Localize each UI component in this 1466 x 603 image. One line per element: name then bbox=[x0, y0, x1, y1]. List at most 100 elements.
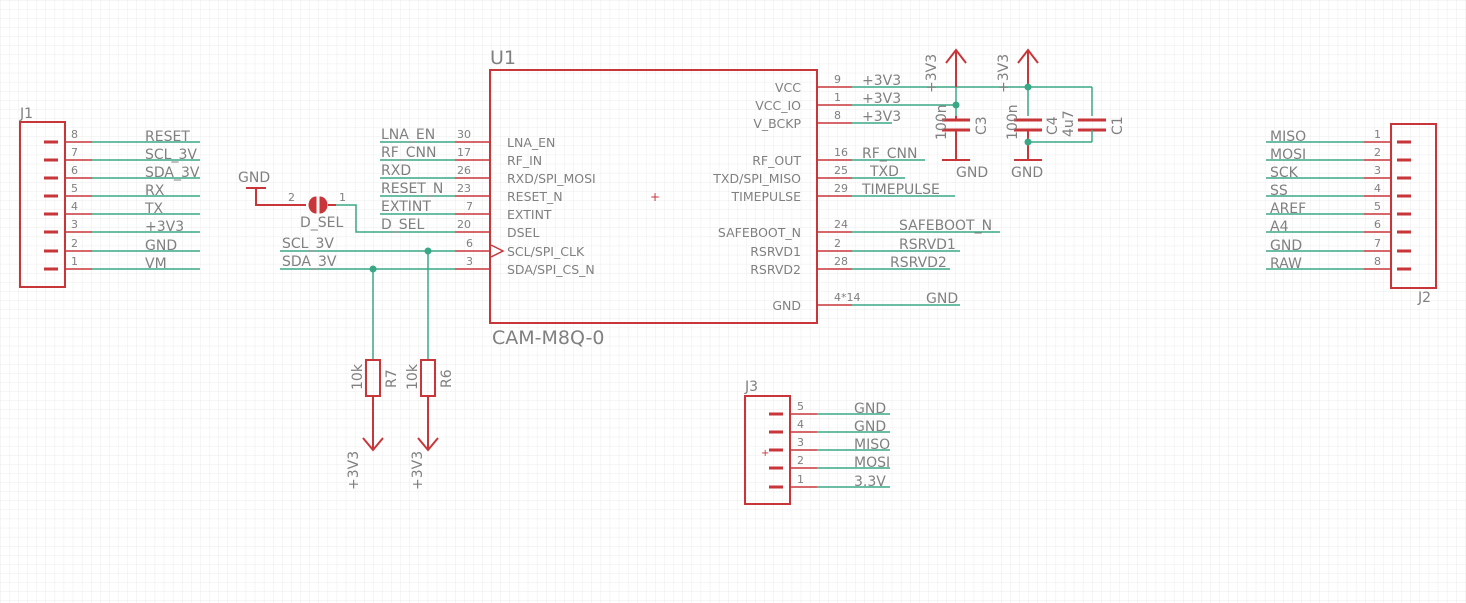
gnd-label: GND bbox=[956, 165, 988, 181]
j3-name: J3 bbox=[744, 379, 758, 395]
j2-pin[interactable]: 6 A4 bbox=[1266, 218, 1411, 235]
resistor-r7[interactable]: 10k R7 +3V3 bbox=[346, 359, 400, 490]
u1-pin-num: 2 bbox=[834, 237, 841, 250]
u1-pin-label: GND bbox=[772, 298, 801, 313]
u1-right-pin-row[interactable]: 25 TXD/SPI_MISO bbox=[712, 164, 852, 186]
j1-pin[interactable]: 2 GND bbox=[44, 237, 200, 254]
connector-j1[interactable]: J1 8 RESET 7 SCL_3V 6 SDA_3V 5 bbox=[19, 106, 200, 288]
j1-pin[interactable]: 1 VM bbox=[44, 255, 200, 272]
u1-right-pin-row[interactable]: 2 RSRVD1 bbox=[750, 237, 852, 259]
u1-component[interactable]: U1 CAM-M8Q-0 + 30 LNA_EN 17 RF_IN 26 RXD… bbox=[455, 47, 861, 349]
u1-right-pin-row[interactable]: 8 V_BCKP bbox=[753, 109, 852, 131]
u1-left-pin-row[interactable]: 3 SDA/SPI_CS_N bbox=[455, 255, 595, 277]
u1-pin-label: SAFEBOOT_N bbox=[718, 225, 801, 240]
u1-pin-num: 8 bbox=[834, 109, 841, 122]
supply-label: +3V3 bbox=[410, 451, 426, 490]
net-label: VM bbox=[145, 256, 167, 272]
u1-right-pin-row[interactable]: 16 RF_OUT bbox=[752, 146, 852, 168]
u1-pin-num: 16 bbox=[834, 146, 848, 159]
u1-pin-label: RXD/SPI_MOSI bbox=[507, 171, 596, 186]
net-label: SCK bbox=[1270, 165, 1299, 181]
u1-pin-num: 6 bbox=[466, 237, 473, 250]
u1-right-pin-row[interactable]: 9 VCC bbox=[775, 73, 852, 95]
u1-pin-num: 26 bbox=[457, 164, 471, 177]
pin-num: 1 bbox=[71, 255, 78, 268]
j2-pin[interactable]: 8 RAW bbox=[1266, 255, 1411, 272]
capacitor-c1[interactable]: 4u7 C1 bbox=[1061, 87, 1126, 142]
net-label: +3V3 bbox=[862, 73, 901, 89]
u1-pin-label: LNA_EN bbox=[507, 135, 555, 150]
u1-pin-num: 24 bbox=[834, 218, 848, 231]
net-label: GND bbox=[1270, 238, 1302, 254]
u1-pin-label: TXD/SPI_MISO bbox=[712, 171, 801, 186]
net-label: D_SEL bbox=[381, 217, 425, 233]
j2-pin[interactable]: 7 GND bbox=[1266, 237, 1411, 254]
capacitor-c3[interactable]: 100n C3 bbox=[934, 104, 990, 160]
net-label: GND bbox=[926, 291, 958, 307]
u1-left-pin-row[interactable]: 17 RF_IN bbox=[455, 146, 542, 168]
u1-pin-num: 7 bbox=[466, 200, 473, 213]
net-label: SAFEBOOT_N bbox=[899, 218, 992, 234]
net-label: MOSI bbox=[1270, 147, 1306, 163]
net-label: MOSI bbox=[854, 455, 890, 471]
j2-pin[interactable]: 4 SS bbox=[1266, 182, 1411, 199]
pin-num: 5 bbox=[71, 182, 78, 195]
net-label: +3V3 bbox=[862, 109, 901, 125]
u1-left-pin-row[interactable]: 6 SCL/SPI_CLK bbox=[455, 237, 585, 259]
u1-left-pin-row[interactable]: 20 DSEL bbox=[455, 218, 539, 240]
j1-pin[interactable]: 6 SDA_3V bbox=[44, 164, 200, 181]
j1-pin[interactable]: 5 RX bbox=[44, 182, 200, 199]
resistor-r6[interactable]: 10k R6 +3V3 bbox=[405, 359, 455, 490]
u1-left-pin-row[interactable]: 7 EXTINT bbox=[455, 200, 552, 222]
cap-value: 100n bbox=[1005, 104, 1021, 140]
connector-j3[interactable]: J3 + 5 GND 4 GND 3 MISO 2 bbox=[744, 379, 890, 505]
u1-left-pin-row[interactable]: 30 LNA_EN bbox=[455, 128, 555, 150]
pin-num: 4 bbox=[1374, 182, 1381, 195]
gnd-label: GND bbox=[238, 170, 270, 186]
pin-num: 8 bbox=[71, 128, 78, 141]
u1-right-pin-row[interactable]: 28 RSRVD2 bbox=[750, 255, 852, 277]
j3-pin[interactable]: 2 MOSI bbox=[769, 454, 890, 471]
u1-pin-label: RESET_N bbox=[507, 189, 563, 204]
j2-pin[interactable]: 3 SCK bbox=[1266, 164, 1411, 181]
supply-label: +3V3 bbox=[346, 451, 362, 490]
j3-pin[interactable]: 3 MISO bbox=[769, 436, 890, 453]
res-name: R6 bbox=[439, 369, 455, 388]
j2-pin[interactable]: 2 MOSI bbox=[1266, 146, 1411, 163]
j1-pin[interactable]: 7 SCL_3V bbox=[44, 146, 200, 163]
j1-pin[interactable]: 3 +3V3 bbox=[44, 218, 200, 235]
u1-pin-num: 1 bbox=[834, 91, 841, 104]
net-label: EXTINT bbox=[381, 199, 431, 215]
j3-pin[interactable]: 4 GND bbox=[769, 418, 890, 435]
j1-pin[interactable]: 4 TX bbox=[44, 200, 200, 217]
u1-left-pin-row[interactable]: 26 RXD/SPI_MOSI bbox=[455, 164, 596, 186]
j3-pin[interactable]: 1 3.3V bbox=[769, 473, 890, 490]
j2-pin[interactable]: 5 AREF bbox=[1266, 200, 1411, 217]
cap-name: C4 bbox=[1045, 116, 1061, 135]
jumper-d-sel[interactable]: GND 2 1 D_SEL bbox=[238, 170, 346, 231]
net-label: RF_CNN bbox=[862, 146, 918, 162]
net-label: GND bbox=[145, 238, 177, 254]
pin-num: 3 bbox=[797, 436, 804, 449]
u1-right-pin-row[interactable]: 1 VCC_IO bbox=[755, 91, 852, 113]
u1-left-pin-row[interactable]: 23 RESET_N bbox=[455, 182, 563, 204]
net-label: RESET bbox=[145, 129, 190, 145]
j3-pin[interactable]: 5 GND bbox=[769, 400, 890, 417]
net-label: +3V3 bbox=[145, 219, 184, 235]
u1-right-pin-row[interactable]: 24 SAFEBOOT_N bbox=[718, 218, 852, 240]
j1-pin[interactable]: 8 RESET bbox=[44, 128, 200, 145]
u1-pin-label: SDA/SPI_CS_N bbox=[507, 262, 595, 277]
pin-num: 4 bbox=[71, 200, 78, 213]
j2-pin[interactable]: 1 MISO bbox=[1266, 128, 1411, 145]
net-label: TIMEPULSE bbox=[861, 182, 940, 198]
u1-pin-num: 23 bbox=[457, 182, 471, 195]
u1-pin-label: VCC_IO bbox=[755, 98, 801, 113]
net-label: RX bbox=[145, 183, 165, 199]
u1-right-pin-row[interactable]: 29 TIMEPULSE bbox=[731, 182, 853, 204]
net-label: SCL_3V bbox=[145, 147, 197, 163]
jumper-pin: 2 bbox=[288, 191, 295, 204]
net-label: TXD bbox=[869, 164, 899, 180]
connector-j2[interactable]: J2 1 MISO 2 MOSI 3 SCK 4 SS bbox=[1266, 123, 1437, 306]
u1-right-pin-row[interactable]: 4*14 GND bbox=[772, 291, 860, 313]
pin-num: 2 bbox=[1374, 146, 1381, 159]
